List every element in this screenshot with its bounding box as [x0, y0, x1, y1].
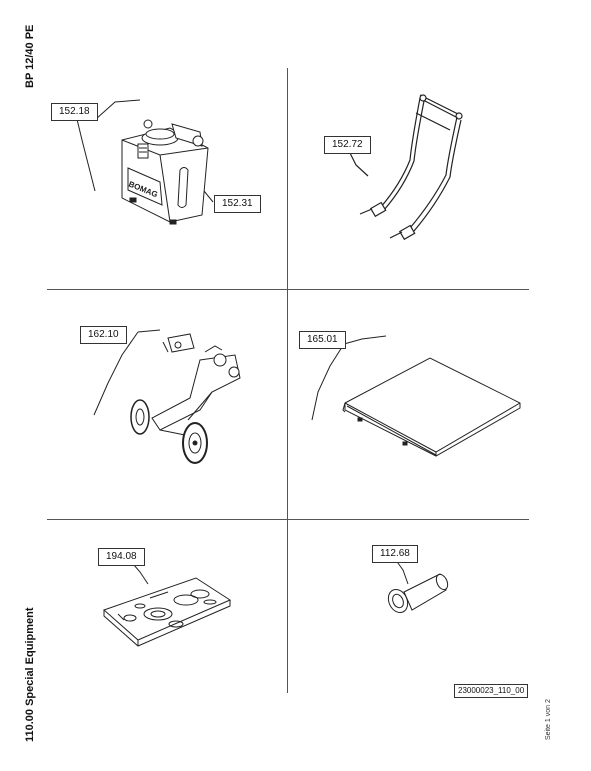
part-label-162-10: 162.10: [80, 326, 127, 344]
part-label-152-18: 152.18: [51, 103, 98, 121]
part-label-152-31: 152.31: [214, 195, 261, 213]
grid-horizontal-line-2: [47, 519, 529, 520]
part-label-152-72: 152.72: [324, 136, 371, 154]
part-label-112-68: 112.68: [372, 545, 418, 563]
part-label-165-01: 165.01: [299, 331, 346, 349]
part-label-194-08: 194.08: [98, 548, 145, 566]
grid-horizontal-line-1: [47, 289, 529, 290]
grid-vertical-line: [287, 68, 288, 693]
drawing-id: 23000023_110_00: [454, 684, 529, 698]
